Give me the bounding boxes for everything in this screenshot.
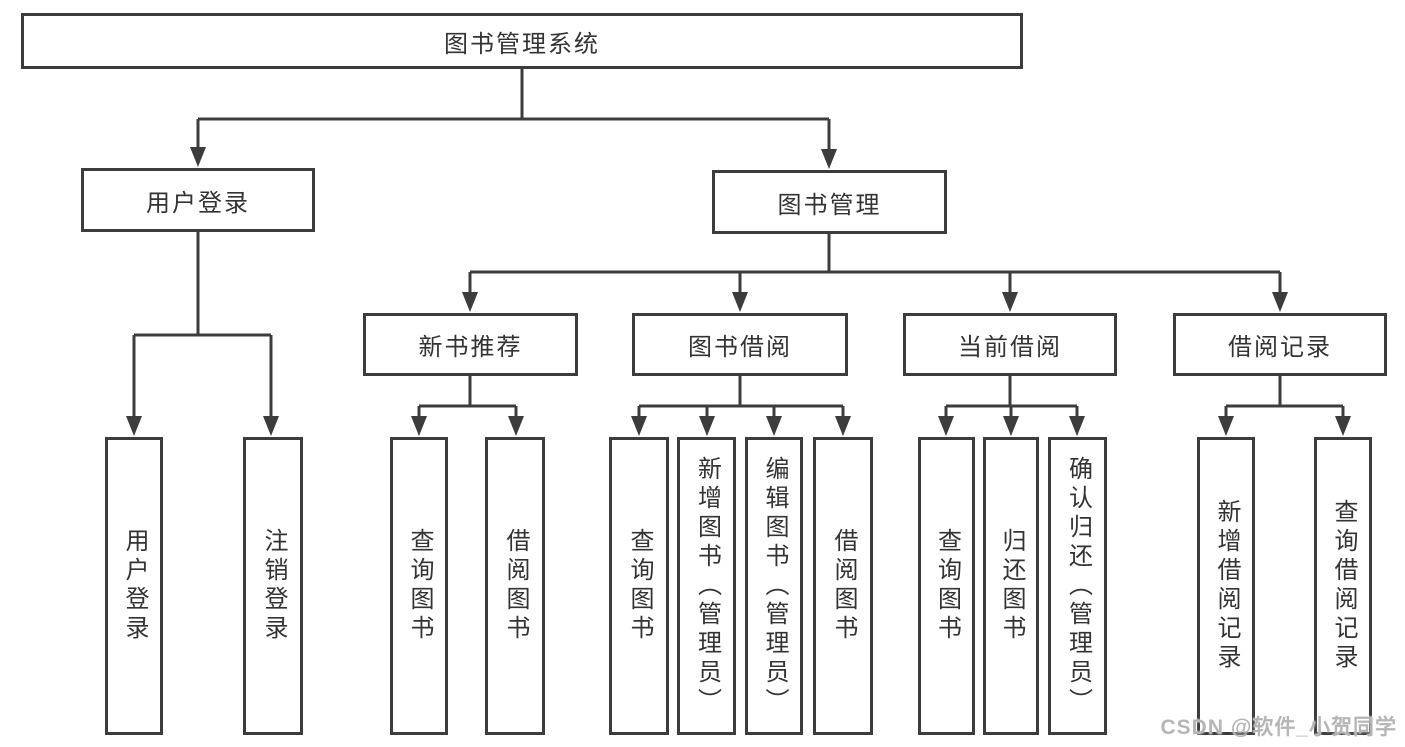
node-user-login: 用户登录 bbox=[81, 168, 315, 232]
node-borrow-records: 借阅记录 bbox=[1173, 313, 1387, 376]
leaf-logout: 注销登录 bbox=[243, 437, 303, 735]
leaf-add-borrow-record: 新增借阅记录 bbox=[1197, 437, 1255, 735]
leaf-edit-book-admin: 编辑图书（管理员） bbox=[745, 437, 803, 735]
leaf-query-books-recommend: 查询图书 bbox=[390, 437, 448, 735]
leaf-add-book-admin: 新增图书（管理员） bbox=[677, 437, 736, 735]
leaf-return-book: 归还图书 bbox=[983, 437, 1039, 735]
node-book-borrow: 图书借阅 bbox=[632, 313, 848, 376]
node-root-system: 图书管理系统 bbox=[21, 13, 1023, 69]
arrowheads bbox=[126, 147, 1351, 436]
node-book-management: 图书管理 bbox=[712, 170, 947, 234]
node-new-book-recommend: 新书推荐 bbox=[363, 313, 578, 376]
leaf-borrow-books-recommend: 借阅图书 bbox=[485, 437, 545, 735]
leaf-user-login: 用户登录 bbox=[105, 437, 163, 735]
leaf-confirm-return-admin: 确认归还（管理员） bbox=[1048, 437, 1107, 735]
node-current-borrow: 当前借阅 bbox=[903, 313, 1117, 376]
leaf-query-books-current: 查询图书 bbox=[918, 437, 975, 735]
leaf-borrow-books: 借阅图书 bbox=[813, 437, 873, 735]
leaf-query-borrow-record: 查询借阅记录 bbox=[1314, 437, 1372, 735]
csdn-watermark: CSDN @软件_小贺同学 bbox=[1160, 716, 1397, 739]
leaf-query-books-borrow: 查询图书 bbox=[609, 437, 669, 735]
